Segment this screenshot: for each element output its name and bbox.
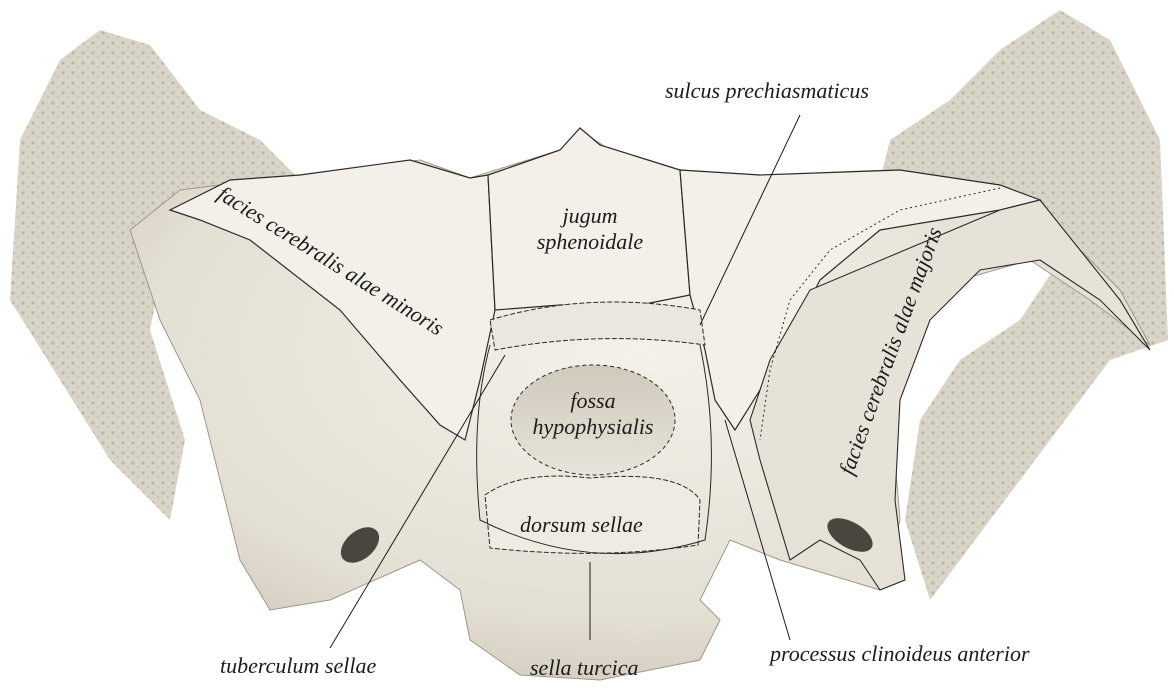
label-fossa-hypophysialis: fossa hypophysialis xyxy=(513,390,673,438)
label-jugum-line2: sphenoidale xyxy=(520,231,660,253)
label-tuberculum-sellae: tuberculum sellae xyxy=(220,655,376,677)
label-jugum-line1: jugum xyxy=(520,205,660,227)
label-sulcus-prechiasmaticus: sulcus prechiasmaticus xyxy=(665,80,869,102)
label-processus-clinoideus-anterior: processus clinoideus anterior xyxy=(770,643,1030,665)
label-fossa-line1: fossa xyxy=(513,390,673,412)
label-fossa-line2: hypophysialis xyxy=(513,416,673,438)
label-jugum-sphenoidale: jugum sphenoidale xyxy=(520,205,660,253)
label-dorsum-sellae: dorsum sellae xyxy=(520,514,643,536)
label-sella-turcica: sella turcica xyxy=(530,657,639,679)
